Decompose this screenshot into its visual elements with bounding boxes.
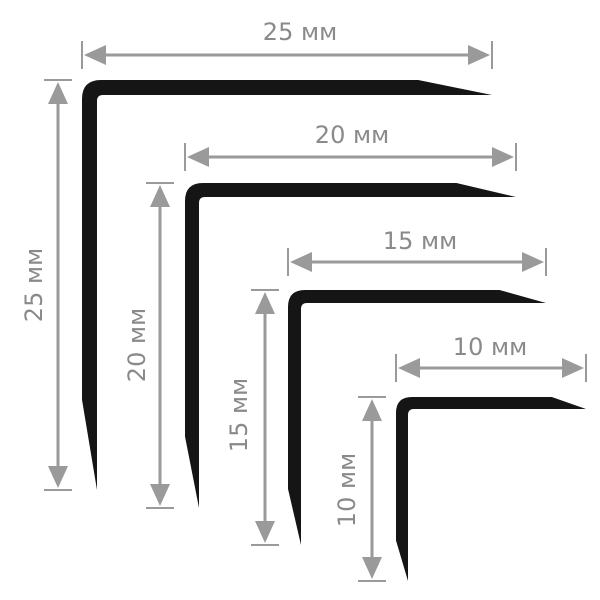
height-dimension-10mm-arrowhead-start: [362, 399, 382, 421]
height-dimension-25mm-arrowhead-end: [48, 466, 68, 488]
width-dimension-25mm-arrowhead-start: [84, 45, 106, 65]
height-label-25mm: 25 мм: [20, 248, 48, 322]
height-dimension-15mm-arrowhead-end: [255, 521, 275, 543]
corner-profile-15mm: [288, 290, 546, 545]
width-dimension-20mm-arrowhead-end: [492, 147, 514, 167]
width-dimension-20mm-arrowhead-start: [187, 147, 209, 167]
width-label-10mm: 10 мм: [453, 333, 527, 361]
height-dimension-10mm-arrowhead-end: [362, 557, 382, 579]
width-dimension-15mm-arrowhead-start: [290, 252, 312, 272]
width-label-20mm: 20 мм: [315, 121, 389, 149]
width-dimension-25mm-arrowhead-end: [468, 45, 490, 65]
corner-profile-10mm: [396, 397, 586, 581]
width-label-25mm: 25 мм: [263, 18, 337, 46]
height-dimension-20mm-arrowhead-start: [150, 185, 170, 207]
height-label-15mm: 15 мм: [225, 378, 253, 452]
height-dimension-25mm-arrowhead-start: [48, 82, 68, 104]
height-dimension-15mm-arrowhead-start: [255, 292, 275, 314]
height-dimension-20mm-arrowhead-end: [150, 484, 170, 506]
height-label-20mm: 20 мм: [123, 308, 151, 382]
width-dimension-15mm-arrowhead-end: [522, 252, 544, 272]
width-dimension-10mm-arrowhead-end: [562, 358, 584, 378]
width-dimension-10mm-arrowhead-start: [398, 358, 420, 378]
width-label-15mm: 15 мм: [383, 227, 457, 255]
corner-profile-25mm: [82, 80, 492, 490]
height-label-10mm: 10 мм: [333, 453, 361, 527]
